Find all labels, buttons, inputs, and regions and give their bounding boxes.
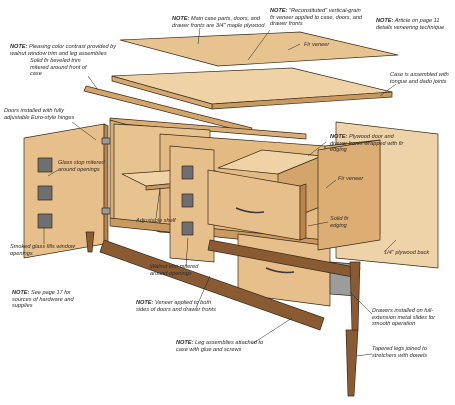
label-veneer-both: NOTE: Veneer applied to both sides of do… <box>136 300 216 313</box>
label-main-parts: NOTE: Main case parts, doors, and drawer… <box>172 16 265 29</box>
center-door-window-3 <box>181 221 194 236</box>
leg-back-right <box>349 261 361 331</box>
leader-walnut <box>185 237 189 267</box>
leader-main-parts <box>197 27 201 45</box>
leader-veneer-both <box>195 275 211 309</box>
label-article: NOTE: Article on page 11 details veneeri… <box>376 18 445 31</box>
label-doors: Doors installed with fully adjustable Eu… <box>4 108 75 121</box>
label-case-assembled: Case is assembled with tongue and dado j… <box>390 72 449 85</box>
leader-doors <box>71 121 97 141</box>
leader-adj-shelf <box>155 187 161 219</box>
leader-case-assembled <box>379 83 397 97</box>
leader-plywood-door <box>307 141 327 157</box>
leader-glass-stop <box>47 169 59 177</box>
leg-front-right <box>345 329 359 397</box>
leader-drawers <box>349 291 373 315</box>
left-door-hinge-top <box>101 137 111 145</box>
left-door-hinge-bottom <box>101 207 111 215</box>
leader-back <box>383 239 397 253</box>
upper-drawer-pull <box>235 207 265 214</box>
label-solid-fir: Solid fir beveled trim mitered around fr… <box>30 58 87 78</box>
lower-drawer-pull <box>265 267 295 274</box>
upper-drawer-front-edge <box>299 183 307 241</box>
center-door-window-1 <box>181 165 194 180</box>
label-adj-shelf: Adjustable shelf <box>136 218 176 224</box>
label-leg-assemblies: NOTE: Leg assemblies attached to case wi… <box>176 340 264 353</box>
label-contrast: NOTE: Pleasing color contrast provided b… <box>10 44 117 57</box>
label-walnut: Walnut trim mitered around openings <box>150 264 199 277</box>
label-smoked: Smoked glass fills window openings <box>10 244 75 257</box>
center-door-window-2 <box>181 193 194 208</box>
leader-veneer <box>247 29 271 61</box>
leader-fir-veneer-top <box>287 43 301 51</box>
left-door-window-1 <box>37 157 53 173</box>
left-door-window-2 <box>37 185 53 201</box>
leader-solid-fir <box>87 75 99 91</box>
label-glass-stop: Glass stop mitered around openings <box>58 160 105 173</box>
front-stretcher <box>99 239 325 331</box>
fir-veneer-top-panel <box>119 31 399 67</box>
left-door-window-3 <box>37 213 53 229</box>
label-fir-veneer-top: Fir veneer <box>304 42 330 48</box>
label-veneer: NOTE: "Reconstituted" vertical-grain fir… <box>270 8 363 28</box>
label-fir-veneer-side: Fir veneer <box>338 176 364 182</box>
leader-solid-fir-edging <box>307 221 329 227</box>
label-page17: NOTE: See page 17 for sources of hardwar… <box>12 290 74 310</box>
case-top-edge-left <box>111 75 213 110</box>
label-plywood-door: NOTE: Plywood door and drawer fronts wra… <box>330 134 404 154</box>
label-tapered: Tapered legs joined to stretchers with d… <box>372 346 428 359</box>
drawer-section-side <box>317 139 381 251</box>
leg-front-left <box>85 231 95 253</box>
label-drawers: Drawers installed on full-extension meta… <box>372 308 436 328</box>
leader-leg-assemblies <box>251 317 293 345</box>
leader-fir-veneer-side <box>325 179 337 189</box>
label-back: 1/4" plywood back <box>384 250 430 256</box>
label-solid-fir-edging: Solid fir edging <box>330 216 349 229</box>
leader-tapered <box>355 353 373 357</box>
